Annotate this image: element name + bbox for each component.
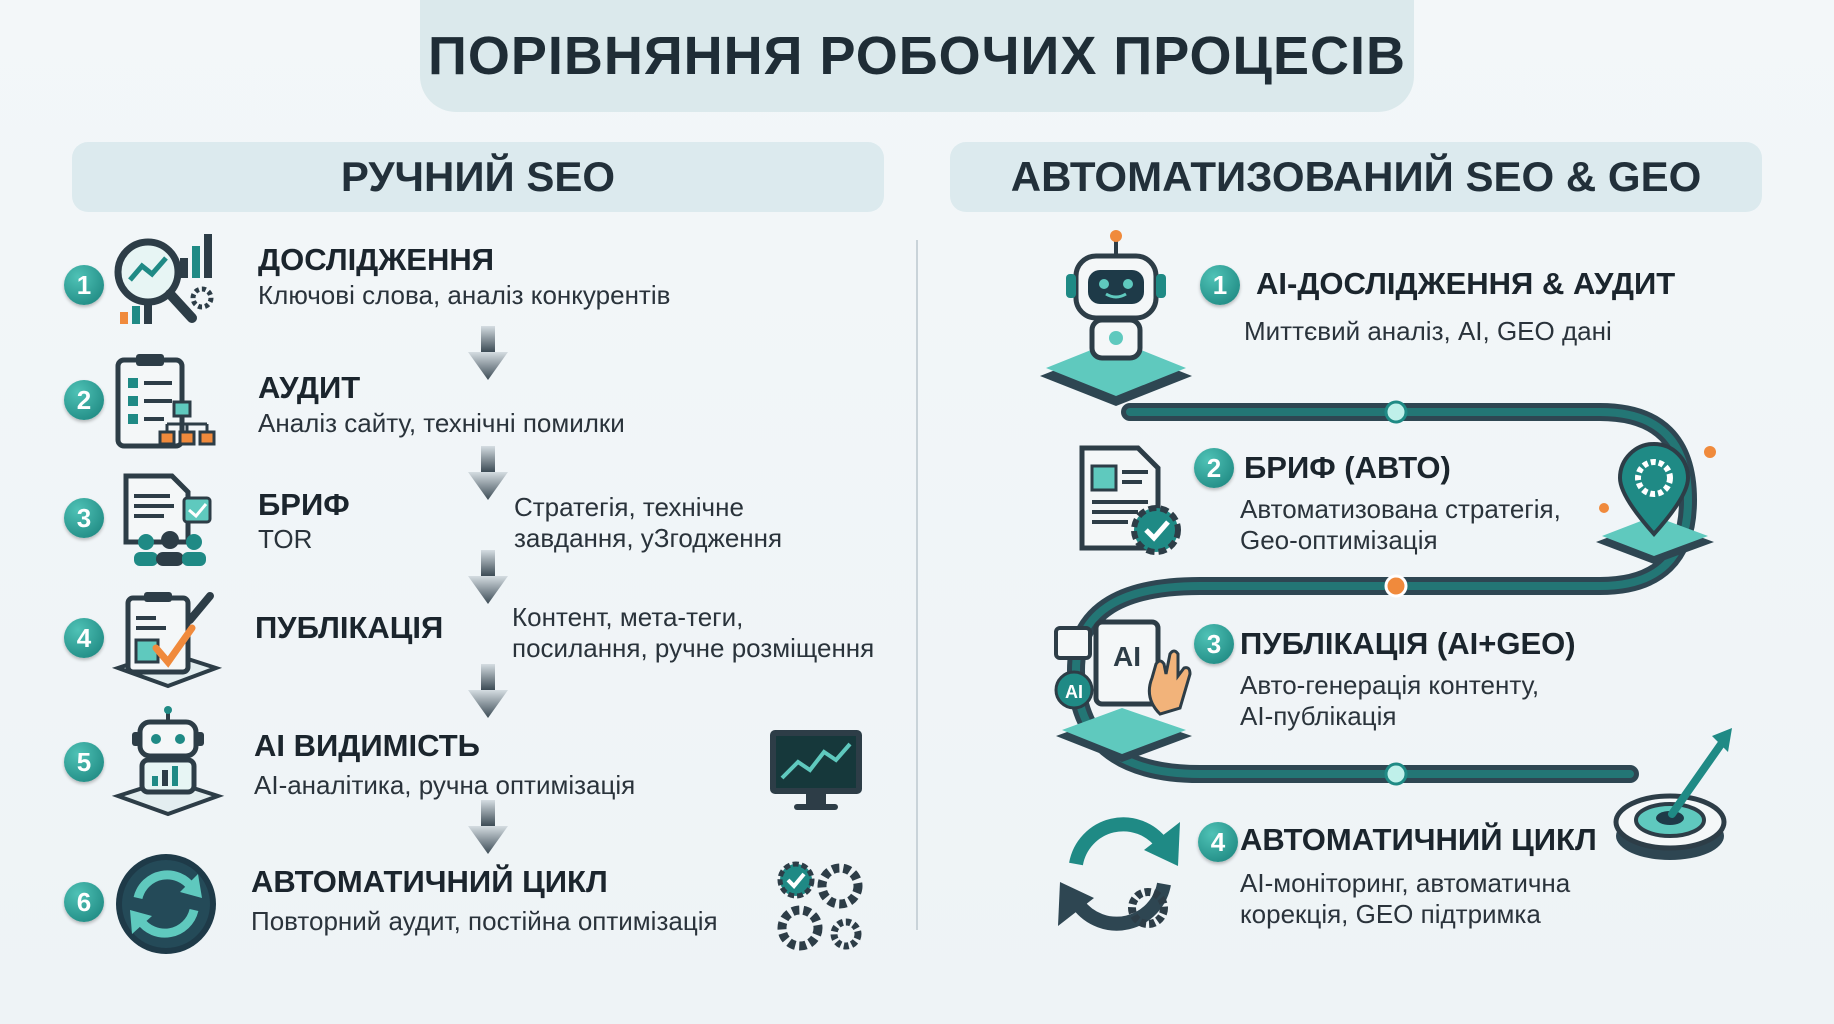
step-title: БРИФ (АВТО): [1244, 450, 1451, 485]
ai-doc-label: AI: [1113, 641, 1141, 672]
step-description-line: AI-публікація: [1240, 701, 1397, 732]
target-arrow-icon: [1613, 728, 1732, 860]
step-description: AI-моніторинг, автоматична корекція, GEO…: [1240, 868, 1570, 930]
left-column-header: РУЧНИЙ SEO: [72, 142, 884, 212]
down-arrow-icon: [468, 550, 508, 604]
step-title: ПУБЛІКАЦІЯ (AI+GEO): [1240, 626, 1576, 661]
step-note-line: посилання, ручне розміщення: [512, 633, 875, 664]
step-badge: 3: [1194, 624, 1234, 664]
step-description-line: корекція, GEO підтримка: [1240, 899, 1541, 930]
step-badge: 1: [64, 265, 104, 305]
step-badge: 2: [1194, 448, 1234, 488]
step-description: Авто-генерація контенту, AI-публікація: [1240, 670, 1539, 732]
right-column-heading: АВТОМАТИЗОВАНИЙ SEO & GEO: [1010, 153, 1702, 200]
document-team-icon: [123, 473, 212, 566]
step-description-line: AI-моніторинг, автоматична: [1240, 868, 1571, 898]
column-divider: [916, 240, 918, 930]
down-arrow-icon: [468, 446, 508, 500]
step-note-line: завдання, уЗгодження: [514, 523, 783, 554]
down-arrow-icon: [468, 800, 508, 854]
refresh-cycle-icon: [116, 854, 216, 954]
step-badge: 6: [64, 882, 104, 922]
step-badge: 5: [64, 742, 104, 782]
step-badge: 1: [1200, 265, 1240, 305]
page-title: ПОРІВНЯННЯ РОБОЧИХ ПРОЦЕСІВ: [428, 26, 1406, 86]
step-title: AI-ДОСЛІДЖЕННЯ & АУДИТ: [1256, 266, 1676, 301]
gears-icon: [777, 861, 863, 951]
step-title: БРИФ: [258, 487, 350, 522]
ai-badge-label: AI: [1065, 682, 1083, 702]
step-title: АУДИТ: [258, 370, 361, 405]
step-description-line: Geo-оптимізація: [1240, 525, 1438, 556]
publish-check-icon: [111, 592, 223, 689]
down-arrow-icon: [468, 664, 508, 718]
step-badge: 4: [1198, 822, 1238, 862]
step-description: Автоматизована стратегія, Geo-оптимізаці…: [1240, 494, 1561, 556]
step-title: AI ВИДИМІСТЬ: [254, 728, 480, 763]
step-badge: 4: [64, 618, 104, 658]
step-title: ДОСЛІДЖЕННЯ: [258, 242, 495, 277]
step-badge: 2: [64, 380, 104, 420]
cycle-gear-icon: [1058, 817, 1180, 931]
document-gear-icon: [1079, 445, 1181, 555]
magnifier-chart-icon: [114, 234, 214, 324]
robot-analytics-icon: [111, 706, 225, 817]
left-column-heading: РУЧНИЙ SEO: [340, 153, 616, 200]
location-gear-icon: [1596, 442, 1716, 564]
clipboard-checklist-icon: [115, 354, 216, 449]
step-description: TOR: [258, 524, 313, 554]
monitor-chart-icon: [770, 730, 862, 810]
down-arrow-icon: [468, 326, 508, 380]
step-note: Стратегія, технічне завдання, уЗгодження: [514, 492, 782, 554]
step-title: АВТОМАТИЧНИЙ ЦИКЛ: [1240, 822, 1597, 857]
step-note: Контент, мета-теги, посилання, ручне роз…: [512, 602, 874, 664]
step-title: ПУБЛІКАЦІЯ: [255, 610, 444, 645]
step-description-line: Авто-генерація контенту,: [1240, 670, 1540, 700]
step-description: Повторний аудит, постійна оптимізація: [251, 906, 718, 936]
step-description: AI-аналітика, ручна оптимізація: [254, 770, 636, 800]
right-column-header: АВТОМАТИЗОВАНИЙ SEO & GEO: [950, 142, 1762, 212]
step-title: АВТОМАТИЧНИЙ ЦИКЛ: [251, 864, 608, 899]
page-title-box: ПОРІВНЯННЯ РОБОЧИХ ПРОЦЕСІВ: [420, 0, 1414, 112]
step-description: Ключові слова, аналіз конкурентів: [258, 280, 671, 310]
ai-document-hand-icon: AI AI: [1054, 619, 1192, 762]
step-note-line: Стратегія, технічне: [514, 492, 744, 522]
step-description: Миттєвий аналіз, AI, GEO дані: [1244, 316, 1612, 346]
step-description-line: Автоматизована стратегія,: [1240, 494, 1561, 524]
step-description: Аналіз сайту, технічні помилки: [258, 408, 625, 438]
step-note-line: Контент, мета-теги,: [512, 602, 744, 632]
step-badge: 3: [64, 498, 104, 538]
robot-platform-icon: [1040, 230, 1192, 406]
